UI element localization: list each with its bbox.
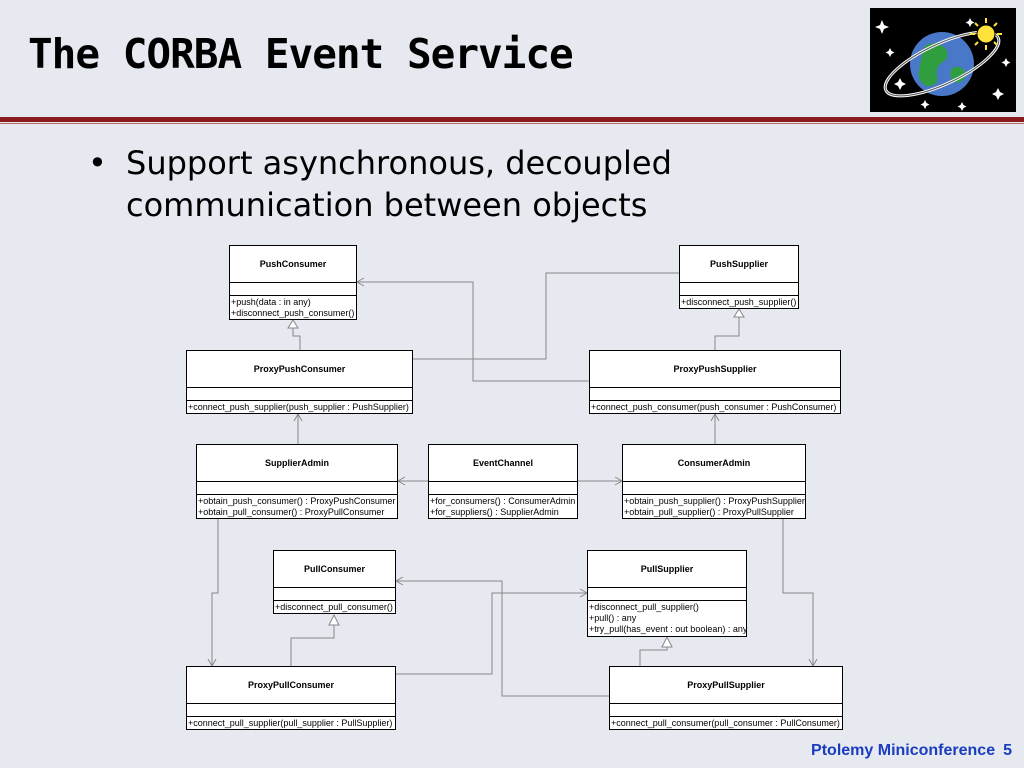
page-number: 5 [1003, 742, 1012, 759]
class-attributes [187, 704, 395, 717]
connector-proxypushconsumer-pushconsumer [293, 328, 300, 350]
class-name: PushConsumer [230, 246, 356, 283]
class-operation: +pull() : any [589, 613, 745, 624]
class-attributes [274, 588, 395, 601]
connector-supplieradmin-proxypullconsumer [212, 519, 218, 666]
class-consumeradmin: ConsumerAdmin +obtain_push_supplier() : … [622, 444, 806, 519]
connector-proxypullsupplier-pullconsumer [396, 581, 609, 696]
class-name: PullSupplier [588, 551, 746, 588]
class-operation: +disconnect_push_consumer() [231, 308, 355, 319]
class-operation: +connect_push_consumer(push_consumer : P… [591, 402, 839, 413]
class-operation: +connect_pull_supplier(pull_supplier : P… [188, 718, 394, 729]
class-proxypullsupplier: ProxyPullSupplier +connect_pull_consumer… [609, 666, 843, 730]
class-name: EventChannel [429, 445, 577, 482]
class-operation: +obtain_pull_supplier() : ProxyPullSuppl… [624, 507, 804, 518]
class-attributes [588, 588, 746, 601]
generalization-head [662, 637, 672, 647]
class-attributes [197, 482, 397, 495]
class-name: PullConsumer [274, 551, 395, 588]
class-operation: +disconnect_push_supplier() [681, 297, 797, 308]
slide-footer: Ptolemy Miniconference 5 [803, 742, 1012, 760]
class-attributes [429, 482, 577, 495]
class-operation: +obtain_pull_consumer() : ProxyPullConsu… [198, 507, 396, 518]
class-attributes [230, 283, 356, 296]
class-operation: +connect_pull_consumer(pull_consumer : P… [611, 718, 841, 729]
class-attributes [680, 283, 798, 296]
class-operation: +connect_push_supplier(push_supplier : P… [188, 402, 411, 413]
class-name: ProxyPushSupplier [590, 351, 840, 388]
class-operation: +disconnect_pull_consumer() [275, 602, 394, 613]
class-operation: +disconnect_pull_supplier() [589, 602, 745, 613]
class-name: ProxyPullConsumer [187, 667, 395, 704]
class-operation: +for_consumers() : ConsumerAdmin [430, 496, 576, 507]
class-attributes [187, 388, 412, 401]
class-name: ProxyPushConsumer [187, 351, 412, 388]
class-operation: +obtain_push_supplier() : ProxyPushSuppl… [624, 496, 804, 507]
class-name: ConsumerAdmin [623, 445, 805, 482]
connector-consumeradmin-proxypullsupplier [783, 519, 813, 666]
class-operation: +try_pull(has_event : out boolean) : any [589, 624, 745, 635]
class-supplieradmin: SupplierAdmin +obtain_push_consumer() : … [196, 444, 398, 519]
connector-proxypullconsumer-pullconsumer [291, 625, 334, 666]
class-attributes [623, 482, 805, 495]
connector-proxypullsupplier-pullsupplier [640, 647, 667, 666]
class-operation: +for_suppliers() : SupplierAdmin [430, 507, 576, 518]
footer-text: Ptolemy Miniconference [811, 742, 995, 759]
class-attributes [590, 388, 840, 401]
class-pullconsumer: PullConsumer +disconnect_pull_consumer() [273, 550, 396, 614]
connector-proxypullconsumer-pullsupplier [396, 593, 587, 674]
class-name: SupplierAdmin [197, 445, 397, 482]
class-pushsupplier: PushSupplier +disconnect_push_supplier() [679, 245, 799, 309]
class-pullsupplier: PullSupplier +disconnect_pull_supplier()… [587, 550, 747, 637]
class-attributes [610, 704, 842, 717]
class-pushconsumer: PushConsumer +push(data : in any) +disco… [229, 245, 357, 320]
connector-proxypushconsumer-pushsupplier [413, 273, 680, 359]
generalization-head [288, 320, 298, 328]
class-proxypushconsumer: ProxyPushConsumer +connect_push_supplier… [186, 350, 413, 414]
connector-proxypushsupplier-pushsupplier [715, 317, 739, 350]
generalization-head [734, 309, 744, 317]
generalization-head [329, 615, 339, 625]
class-proxypushsupplier: ProxyPushSupplier +connect_push_consumer… [589, 350, 841, 414]
class-operation: +push(data : in any) [231, 297, 355, 308]
class-operation: +obtain_push_consumer() : ProxyPushConsu… [198, 496, 396, 507]
class-name: PushSupplier [680, 246, 798, 283]
class-eventchannel: EventChannel +for_consumers() : Consumer… [428, 444, 578, 519]
class-proxypullconsumer: ProxyPullConsumer +connect_pull_supplier… [186, 666, 396, 730]
class-name: ProxyPullSupplier [610, 667, 842, 704]
